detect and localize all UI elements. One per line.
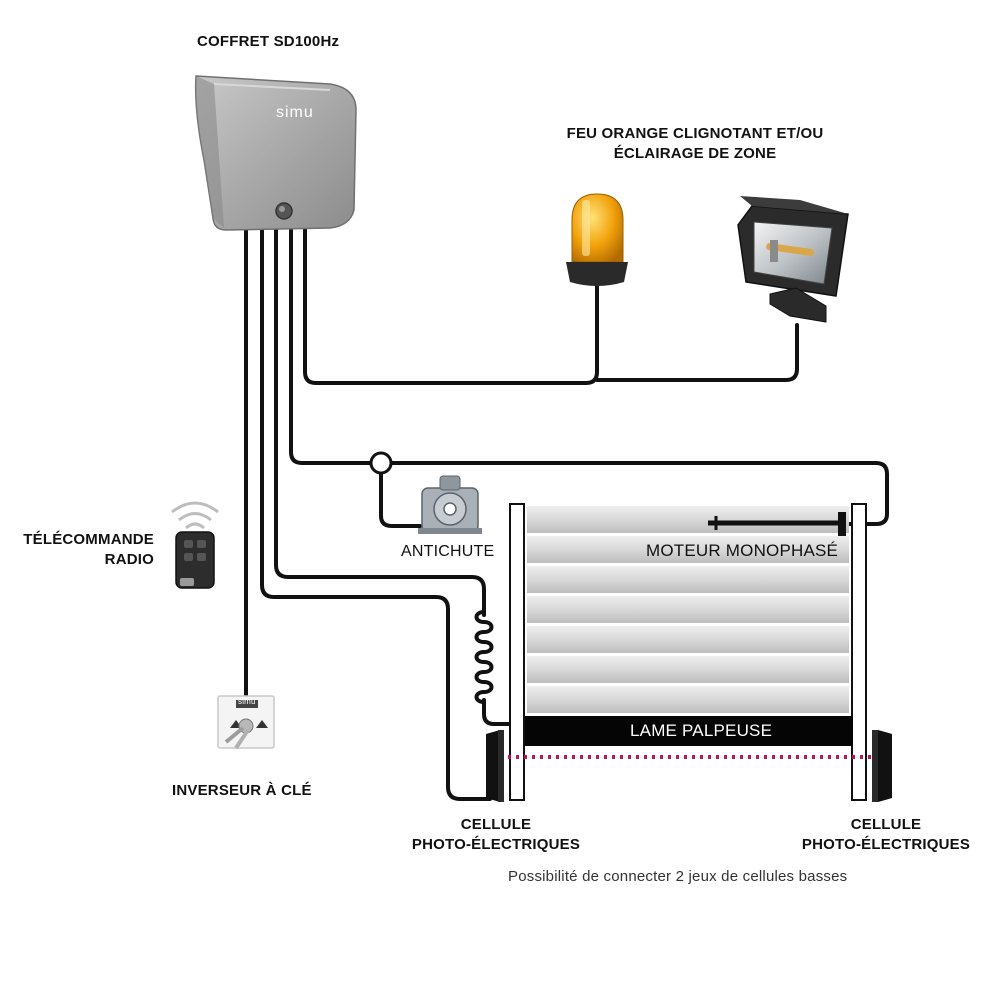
remote-control-icon bbox=[171, 501, 219, 589]
photocell-left-label-line1: CELLULE bbox=[460, 816, 532, 833]
antichute-icon bbox=[418, 475, 482, 534]
key-switch-icon bbox=[217, 695, 275, 750]
remote-label-line1: TÉLÉCOMMANDE bbox=[23, 531, 154, 548]
safety-edge-label: LAME PALPEUSE bbox=[630, 721, 773, 740]
safety-edge-bar bbox=[525, 716, 853, 746]
photocell-left-label-line2: PHOTO-ÉLECTRIQUES bbox=[411, 836, 581, 853]
wire-to-antichute bbox=[379, 468, 422, 528]
photocell-left-icon bbox=[486, 730, 504, 802]
shutter-frame-left bbox=[509, 503, 525, 801]
photocell-right-icon bbox=[872, 730, 892, 802]
flash-light-icon bbox=[566, 193, 628, 286]
flash-light-label: FEU ORANGE CLIGNOTANT ET/OU ÉCLAIRAGE DE… bbox=[545, 124, 845, 164]
photocell-right-label-line1: CELLULE bbox=[850, 816, 922, 833]
controller-box-icon bbox=[194, 75, 357, 231]
wire-to-photocell bbox=[260, 223, 492, 801]
motor-shaft-icon bbox=[708, 512, 846, 536]
roller-shutter bbox=[509, 503, 867, 801]
wire-to-motor bbox=[289, 223, 889, 526]
wire-safety-edge-tail bbox=[482, 698, 527, 726]
controller-brand-logo: simu bbox=[276, 104, 314, 121]
wire-to-floodlight bbox=[595, 323, 799, 382]
antichute-label: ANTICHUTE bbox=[401, 543, 495, 560]
wire-to-safety-edge bbox=[274, 223, 486, 617]
controller-title: COFFRET SD100Hz bbox=[197, 33, 340, 50]
key-switch-label: INVERSEUR À CLÉ bbox=[172, 782, 312, 799]
flood-light-icon bbox=[737, 196, 849, 323]
motor-label: MOTEUR MONOPHASÉ bbox=[646, 541, 839, 560]
remote-label-line2: RADIO bbox=[104, 551, 154, 568]
photocell-left-label: CELLULE PHOTO-ÉLECTRIQUES bbox=[400, 815, 592, 855]
shutter-frame-right bbox=[851, 503, 867, 801]
flash-light-label-line2: ÉCLAIRAGE DE ZONE bbox=[613, 145, 777, 162]
wires bbox=[244, 223, 889, 801]
wire-to-lights bbox=[303, 223, 599, 385]
photocell-note: Possibilité de connecter 2 jeux de cellu… bbox=[508, 868, 848, 885]
coiled-cable-icon bbox=[474, 610, 494, 704]
photocell-right-label-line2: PHOTO-ÉLECTRIQUES bbox=[801, 836, 971, 853]
remote-label: TÉLÉCOMMANDE RADIO bbox=[6, 530, 154, 570]
junction-point bbox=[369, 451, 393, 475]
key-switch-brand-logo: simu bbox=[238, 697, 256, 706]
photocell-right-label: CELLULE PHOTO-ÉLECTRIQUES bbox=[790, 815, 982, 855]
flash-light-label-line1: FEU ORANGE CLIGNOTANT ET/OU bbox=[566, 125, 824, 142]
